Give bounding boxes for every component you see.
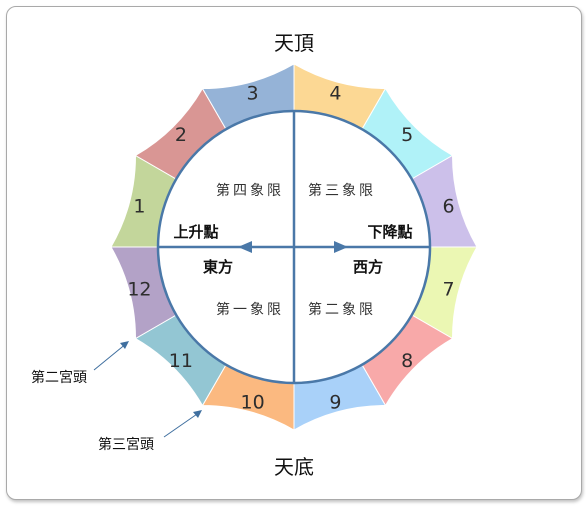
- house-number-3: 3: [247, 82, 259, 104]
- arrow-right-icon: [334, 241, 348, 253]
- east-label: 東方: [203, 258, 233, 276]
- third-house-cusp-label: 第三宮頭: [98, 436, 154, 453]
- third-house-cusp-arrow-icon: [193, 410, 202, 418]
- quadrant-2-label: 第二象限: [308, 301, 376, 318]
- arrow-left-icon: [238, 241, 252, 253]
- second-house-cusp-arrow-icon: [120, 341, 129, 349]
- quadrant-3-label: 第三象限: [308, 182, 376, 199]
- second-house-cusp-pointer: [93, 342, 128, 371]
- house-number-4: 4: [329, 82, 341, 104]
- house-number-8: 8: [401, 350, 413, 372]
- west-label: 西方: [353, 258, 383, 276]
- house-number-9: 9: [329, 392, 341, 414]
- midheaven-label: 天頂: [274, 31, 314, 55]
- imum-coeli-label: 天底: [274, 455, 314, 479]
- descendant-label: 下降點: [367, 223, 412, 241]
- house-number-10: 10: [240, 392, 264, 414]
- ascendant-label: 上升點: [173, 223, 218, 241]
- house-number-6: 6: [443, 196, 455, 218]
- house-number-11: 11: [169, 350, 193, 372]
- second-house-cusp-label: 第二宮頭: [31, 369, 87, 386]
- house-number-1: 1: [133, 196, 145, 218]
- house-number-5: 5: [401, 124, 413, 146]
- house-number-2: 2: [175, 124, 187, 146]
- quadrant-4-label: 第四象限: [216, 182, 284, 199]
- third-house-cusp-pointer: [163, 411, 201, 438]
- house-number-7: 7: [443, 278, 455, 300]
- quadrant-1-label: 第一象限: [216, 301, 284, 318]
- house-number-12: 12: [127, 278, 151, 300]
